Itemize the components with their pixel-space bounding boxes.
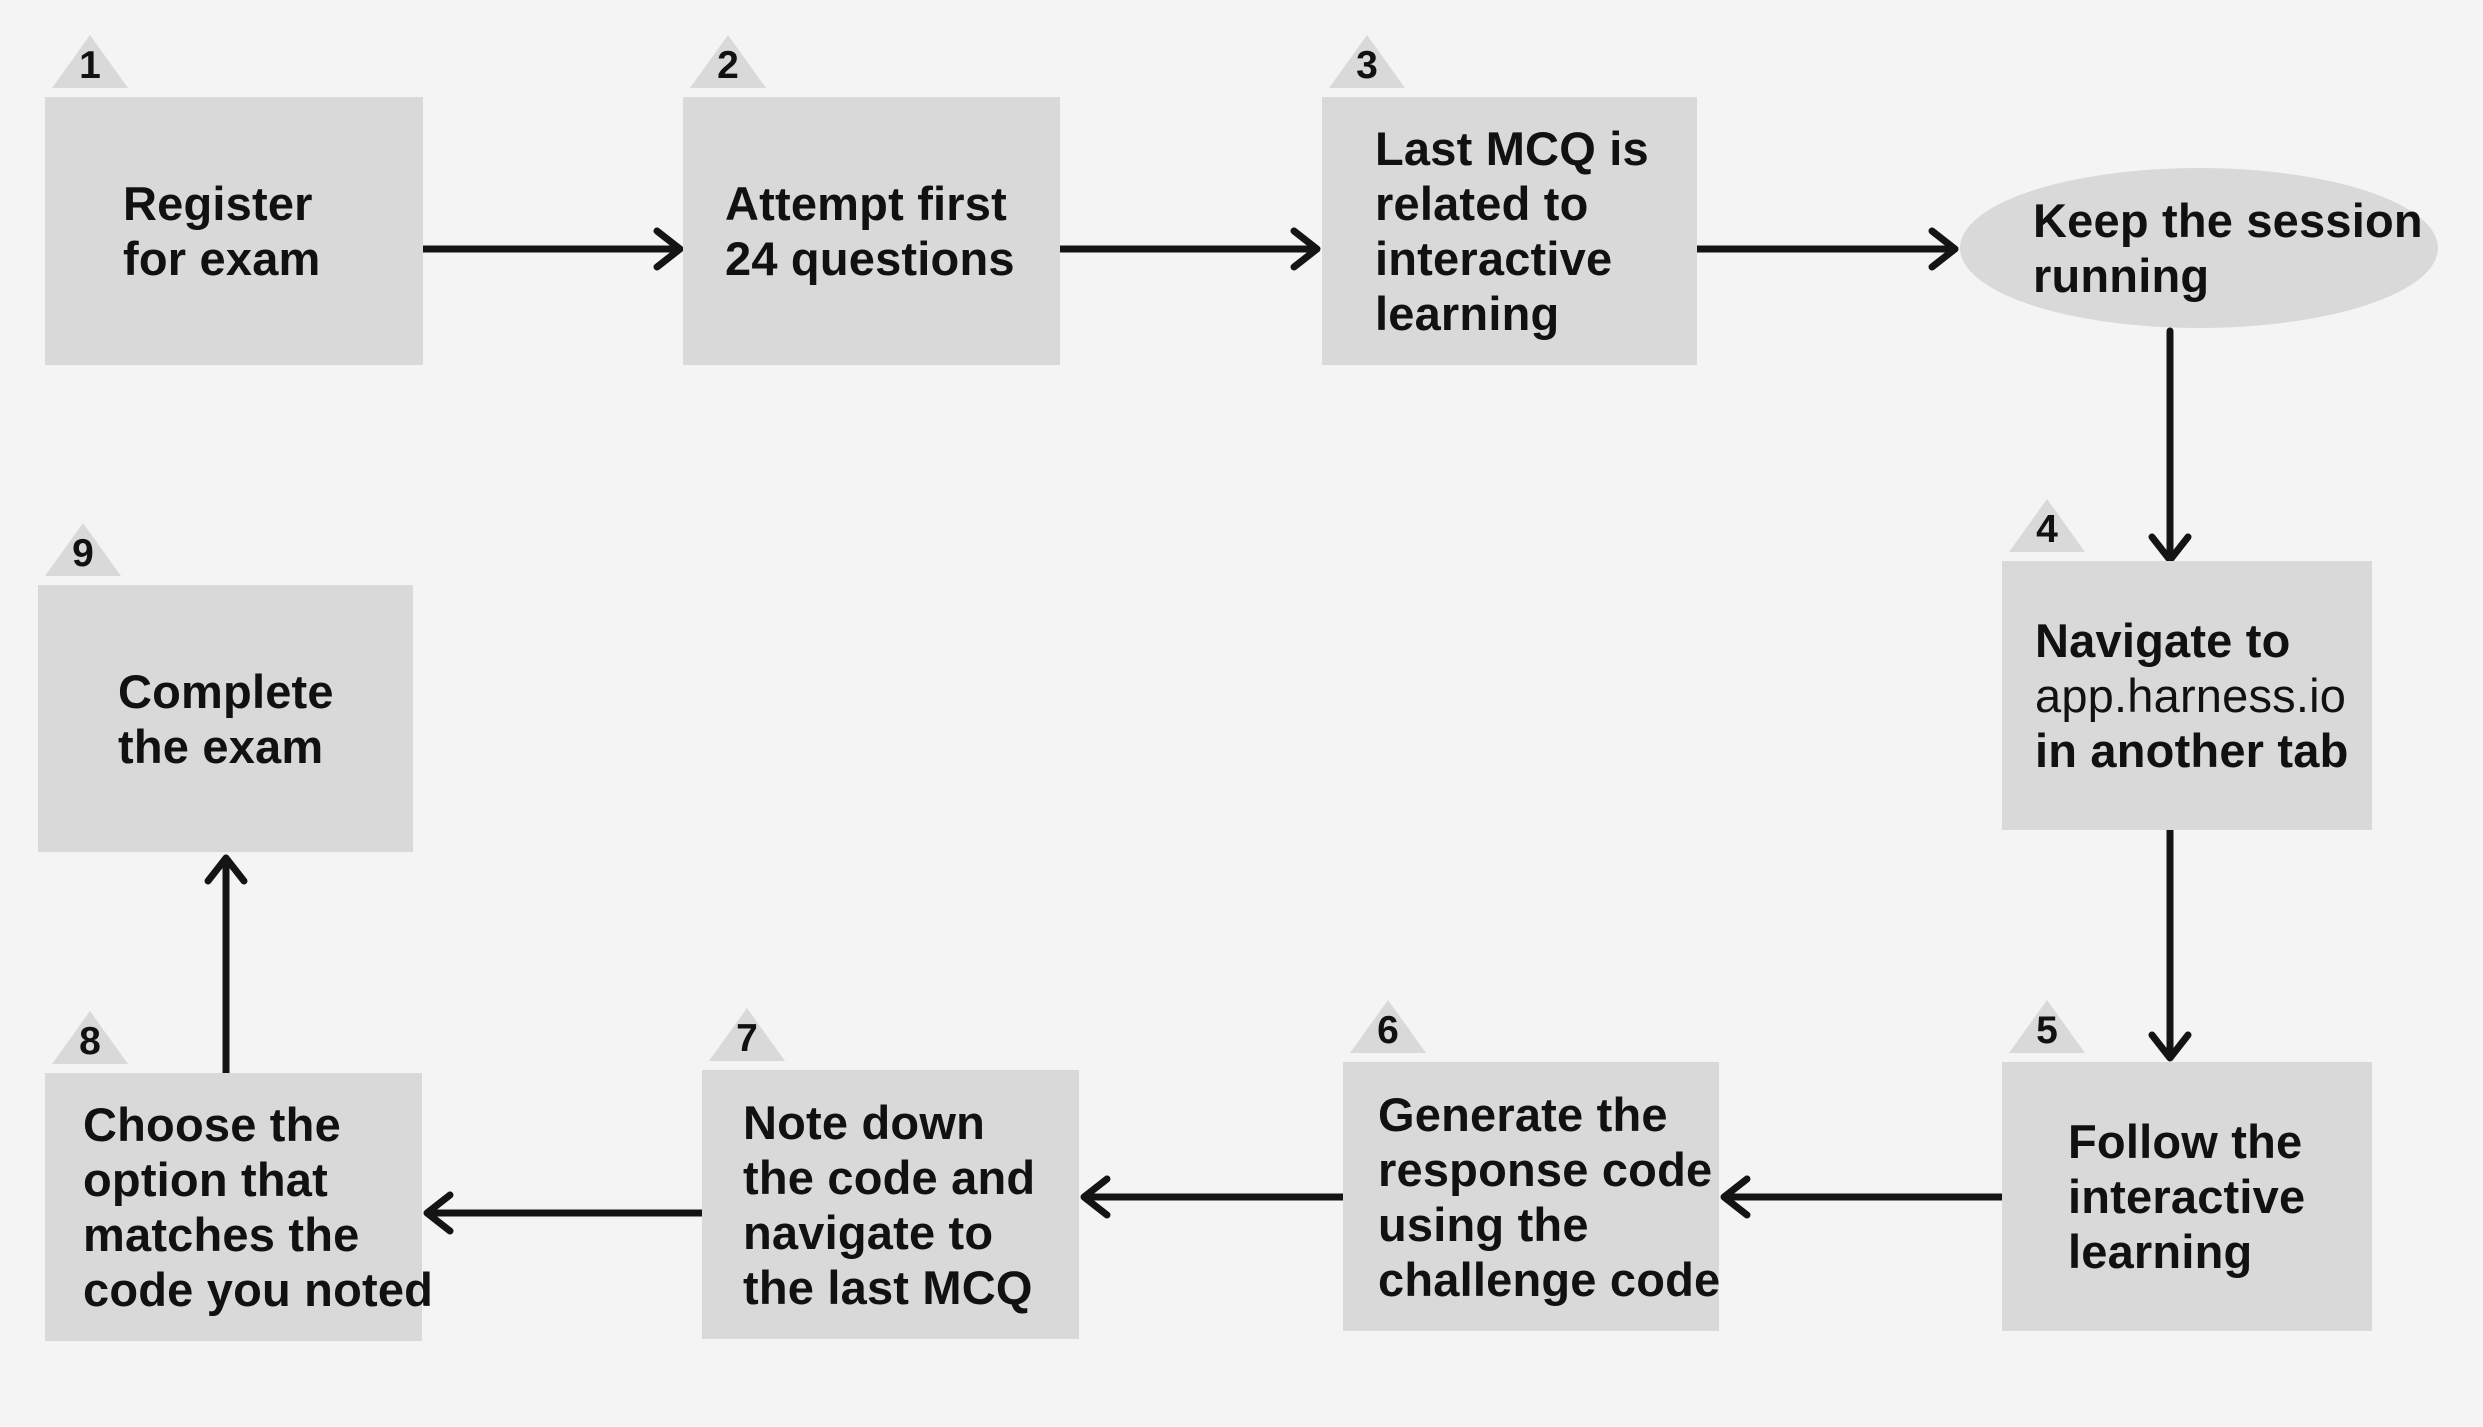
step-2-number-triangle: 2	[690, 35, 766, 88]
terminator-label-line: Keep the session	[2033, 194, 2423, 247]
step-label-line: learning	[1375, 287, 1560, 340]
step-4-number-triangle: 4	[2009, 499, 2085, 552]
step-8-number-triangle: 8	[52, 1011, 128, 1064]
arrow-step3-to-session	[1693, 227, 1959, 271]
step-9-number-triangle: 9	[45, 523, 121, 576]
arrow-step1-to-step2	[419, 227, 684, 271]
step-label-line: option that	[83, 1153, 328, 1206]
step-label-line: the code and	[743, 1150, 1036, 1204]
step-label-line: challenge code	[1378, 1252, 1721, 1306]
step-label-line: interactive	[2068, 1170, 2306, 1223]
step-label-line: Generate the	[1378, 1087, 1668, 1141]
step-number: 5	[2036, 1009, 2058, 1052]
step-label-url: app.harness.io	[2035, 669, 2347, 722]
step-label-line: matches the	[83, 1208, 360, 1261]
flow-step-5-follow-learning: 5 Follow the interactive learning	[2002, 1000, 2372, 1331]
step-number: 3	[1356, 44, 1378, 87]
step-label-line: learning	[2068, 1225, 2253, 1278]
step-label-line: the exam	[118, 719, 324, 773]
step-label-line: Complete	[118, 664, 334, 718]
step-number: 8	[79, 1020, 101, 1063]
step-label-line: Note down	[743, 1095, 985, 1149]
step-number: 9	[72, 532, 94, 575]
step-label-line: Navigate to	[2035, 614, 2291, 667]
step-label-line: Attempt first	[725, 177, 1007, 230]
step-label-line: Follow the	[2068, 1115, 2303, 1168]
step-label-line: navigate to	[743, 1205, 994, 1259]
flow-step-2-attempt-questions: 2 Attempt first 24 questions	[683, 35, 1060, 365]
flow-step-3-last-mcq: 3 Last MCQ is related to interactive lea…	[1322, 35, 1697, 365]
flow-step-9-complete-exam: 9 Complete the exam	[38, 523, 413, 852]
arrow-step2-to-step3	[1056, 227, 1321, 271]
step-number: 6	[1377, 1009, 1399, 1052]
step-number: 7	[736, 1017, 758, 1060]
step-1-number-triangle: 1	[52, 35, 128, 88]
step-number: 4	[2036, 508, 2058, 551]
arrow-session-to-step4	[2148, 327, 2192, 564]
flow-step-8-choose-option: 8 Choose the option that matches the cod…	[45, 1011, 434, 1341]
step-label-line: for exam	[123, 232, 321, 285]
step-number: 1	[79, 44, 101, 87]
step-label-line: in another tab	[2035, 724, 2349, 777]
arrow-step8-to-step9	[204, 854, 248, 1077]
step-label-line: 24 questions	[725, 232, 1015, 285]
step-label-line: Register	[123, 177, 313, 230]
flow-step-6-generate-response-code: 6 Generate the response code using the c…	[1343, 1000, 1721, 1331]
flow-step-4-navigate-harness: 4 Navigate to app.harness.io in another …	[2002, 499, 2372, 830]
flow-terminator-keep-session: Keep the session running	[1960, 168, 2438, 328]
arrow-step4-to-step5	[2148, 826, 2192, 1062]
arrow-step5-to-step6	[1720, 1175, 2006, 1219]
step-label-line: related to	[1375, 177, 1589, 230]
step-6-number-triangle: 6	[1350, 1000, 1426, 1053]
flow-step-7-note-code: 7 Note down the code and navigate to the…	[702, 1008, 1079, 1339]
step-label-line: code you noted	[83, 1263, 434, 1316]
step-label-line: Choose the	[83, 1098, 341, 1151]
terminator-label-line: running	[2033, 249, 2210, 302]
step-label-line: interactive	[1375, 232, 1613, 285]
step-number: 2	[717, 44, 739, 87]
step-label-line: the last MCQ	[743, 1260, 1033, 1314]
step-7-number-triangle: 7	[709, 1008, 785, 1061]
flow-step-1-register: 1 Register for exam	[45, 35, 423, 365]
step-3-number-triangle: 3	[1329, 35, 1405, 88]
step-label-line: using the	[1378, 1197, 1589, 1251]
arrow-step7-to-step8	[423, 1191, 706, 1235]
step-5-number-triangle: 5	[2009, 1000, 2085, 1053]
step-label-line: response code	[1378, 1142, 1713, 1196]
step-label-line: Last MCQ is	[1375, 122, 1649, 175]
arrow-step6-to-step7	[1080, 1175, 1347, 1219]
